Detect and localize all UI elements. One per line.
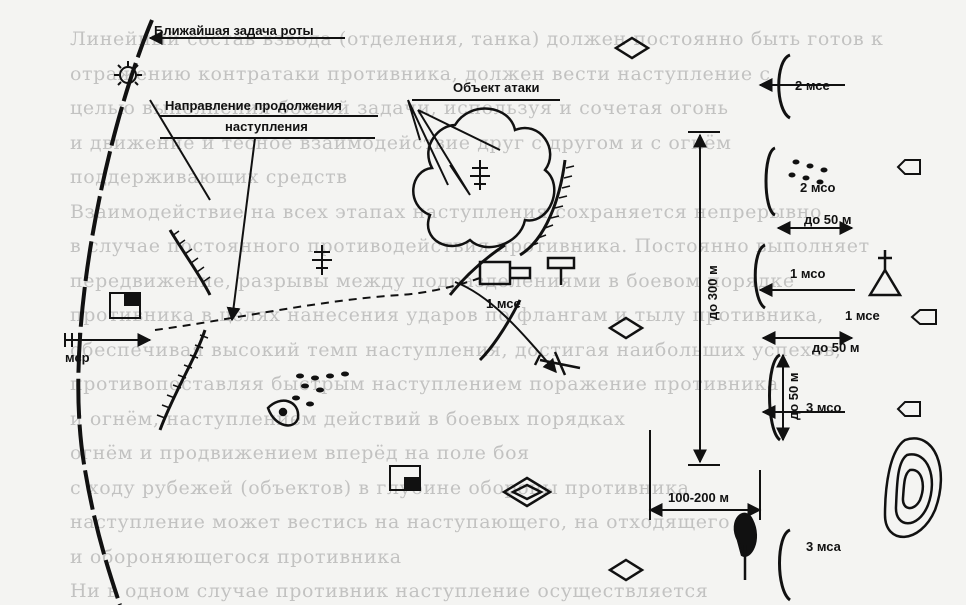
- company-boundary-line: [76, 19, 154, 605]
- obstacle-diamonds: [501, 36, 651, 582]
- route-path: [154, 277, 481, 331]
- attack-wedge: [417, 109, 501, 196]
- background-text-line: противника в целях нанесения ударов по ф…: [70, 304, 824, 326]
- dim-50-vertical-label: до 50 м: [786, 373, 801, 421]
- background-text-line: Взаимодействие на всех этапах наступлени…: [70, 200, 823, 223]
- mse-1-unit: [478, 256, 576, 286]
- background-text-line: противопоставляя быстрым наступлением по…: [70, 373, 779, 395]
- msa-3-label: 3 мса: [806, 539, 842, 554]
- background-text-line: отражению контратаки противника, должен …: [70, 62, 771, 85]
- aircraft-icon: [533, 351, 581, 376]
- trench-hatching: [156, 165, 575, 419]
- terrain-contour: [883, 437, 943, 539]
- mse-2-label: 2 мсе: [795, 78, 830, 93]
- mortar-icon: [867, 250, 903, 297]
- dim-100-200-label: 100-200 м: [668, 490, 729, 505]
- fire-dots-right: [788, 159, 828, 185]
- mso-1-label: 1 мсо: [790, 266, 826, 281]
- tree-icon: [312, 160, 490, 275]
- direction-label-line1: Направление продолжения: [165, 98, 342, 113]
- background-page-text: Линейный состав взвода (отделения, танка…: [70, 22, 960, 605]
- background-text-line: и огнём, наступлением действий в боевых …: [70, 407, 626, 430]
- direction-pointer-b: [226, 137, 256, 322]
- forest-area: [412, 107, 556, 249]
- attack-object-pointer: [407, 99, 449, 186]
- dim-50-top-label: до 50 м: [804, 212, 852, 227]
- direction-label-line2: наступления: [225, 119, 308, 134]
- dim-300-label: до 300 м: [705, 265, 720, 320]
- background-text-line: целью выполнения боевой задачи, использу…: [70, 97, 729, 119]
- background-text-line: огнём и продвижением вперёд на поле боя: [70, 442, 530, 464]
- mso-3-label: 3 мсо: [806, 400, 842, 415]
- advance-arrow: [454, 281, 557, 374]
- background-text-line: и обороняющегося противника: [70, 545, 402, 568]
- background-text-line: Линейный состав взвода (отделения, танка…: [70, 28, 884, 50]
- mse-1-right-label: 1 мсе: [845, 308, 880, 323]
- direction-pointer-a: [149, 99, 211, 201]
- msr-arrow-tail: [64, 333, 80, 347]
- enemy-vehicle-icons: [896, 159, 937, 417]
- attack-object-label: Объект атаки: [453, 80, 540, 95]
- background-text-line: в случае постоянного противодействия про…: [70, 235, 870, 257]
- background-text-line: передвижение, разрывы между подразделени…: [70, 269, 795, 292]
- sun-icon: [114, 61, 142, 89]
- tree-icon-bottom: [733, 512, 758, 580]
- background-text-line: наступление может вестись на наступающег…: [70, 511, 731, 533]
- msr-label: мср: [65, 350, 90, 365]
- observation-post-icon: [266, 399, 300, 427]
- background-text-line: поддерживающих средств: [70, 166, 348, 188]
- enemy-trench-lines: [158, 159, 567, 431]
- nearest-task-label: Ближайшая задача роты: [154, 23, 314, 38]
- background-text-line: обеспечивая высокий темп наступления, до…: [70, 338, 842, 361]
- dim-50-mid-label: до 50 м: [812, 340, 860, 355]
- fire-dots-left: [292, 371, 349, 407]
- command-post-flag-bottom: [389, 465, 421, 491]
- dimension-lines: [648, 131, 854, 520]
- background-text-line: Ни в одном случае противник наступление …: [70, 580, 709, 602]
- command-post-flag-left: [109, 292, 141, 319]
- mso-2-label: 2 мсо: [800, 180, 836, 195]
